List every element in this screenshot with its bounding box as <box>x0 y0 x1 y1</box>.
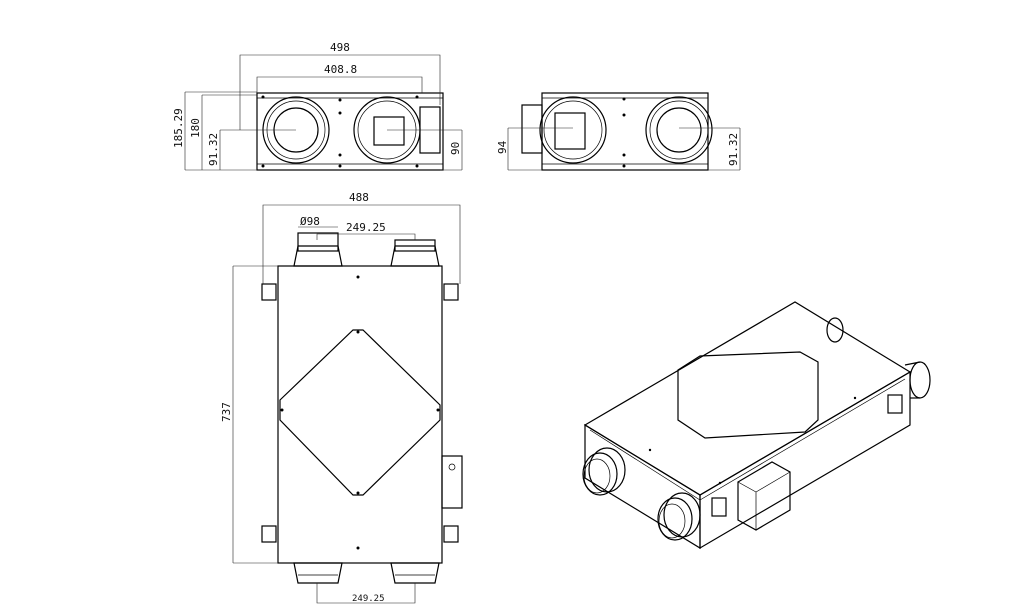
dim-488: 488 <box>349 191 369 204</box>
dim-94: 94 <box>496 140 509 154</box>
front-view: 498 408.8 185.29 180 91.32 90 <box>172 41 463 171</box>
isometric-view <box>582 301 931 550</box>
dim-91-32: 91.32 <box>207 133 220 166</box>
dim-249-25-bottom: 249.25 <box>352 594 385 604</box>
dim-498: 498 <box>330 41 350 54</box>
plan-view: 488 Ø98 249.25 737 249.25 <box>220 191 463 604</box>
dim-185-29: 185.29 <box>172 108 185 148</box>
dim-91-32-rear: 91.32 <box>727 133 740 166</box>
dim-90: 90 <box>449 142 462 155</box>
dim-737: 737 <box>220 402 233 422</box>
dim-diameter-98: Ø98 <box>300 215 320 228</box>
dim-249-25-top: 249.25 <box>346 221 386 234</box>
dim-180: 180 <box>189 118 202 138</box>
rear-view: 94 91.32 <box>496 92 741 171</box>
dim-408-8: 408.8 <box>324 63 357 76</box>
